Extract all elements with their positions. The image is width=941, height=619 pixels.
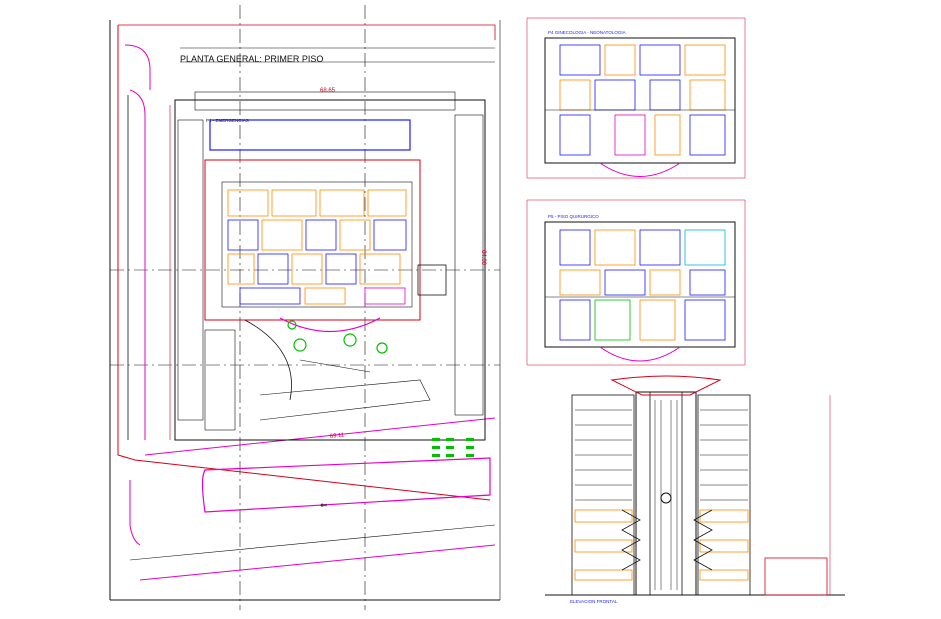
svg-text:⇐: ⇐ xyxy=(320,500,328,510)
ground-floor-rooms xyxy=(227,189,407,305)
parking-legend xyxy=(432,438,474,457)
elevation-label: ELEVACION FRONTAL xyxy=(570,599,618,604)
dimension-bottom: 69.11 xyxy=(330,432,346,440)
floor-plan-p4: P4 GINECOLOGIA - NEONATOLOGIA xyxy=(526,17,746,179)
front-elevation: ELEVACION FRONTAL xyxy=(545,375,845,604)
dimension-top: 68.65 xyxy=(320,88,336,94)
floor-plan-p4-label: P4 GINECOLOGIA - NEONATOLOGIA xyxy=(548,30,626,35)
site-plan: ⇐ xyxy=(109,5,501,610)
dimension-right: 64.00 xyxy=(480,250,486,266)
site-plan-title: PLANTA GENERAL: PRIMER PISO xyxy=(180,54,323,64)
emergency-label: P1 - EMERGENCIAS xyxy=(206,118,249,123)
floor-plan-p5: P5 - PISO QUIRURGICO xyxy=(526,199,746,366)
landscape-trees xyxy=(287,320,388,354)
floor-plan-p5-label: P5 - PISO QUIRURGICO xyxy=(548,214,599,219)
elevation-windows xyxy=(575,400,748,590)
parking-top xyxy=(194,91,456,111)
